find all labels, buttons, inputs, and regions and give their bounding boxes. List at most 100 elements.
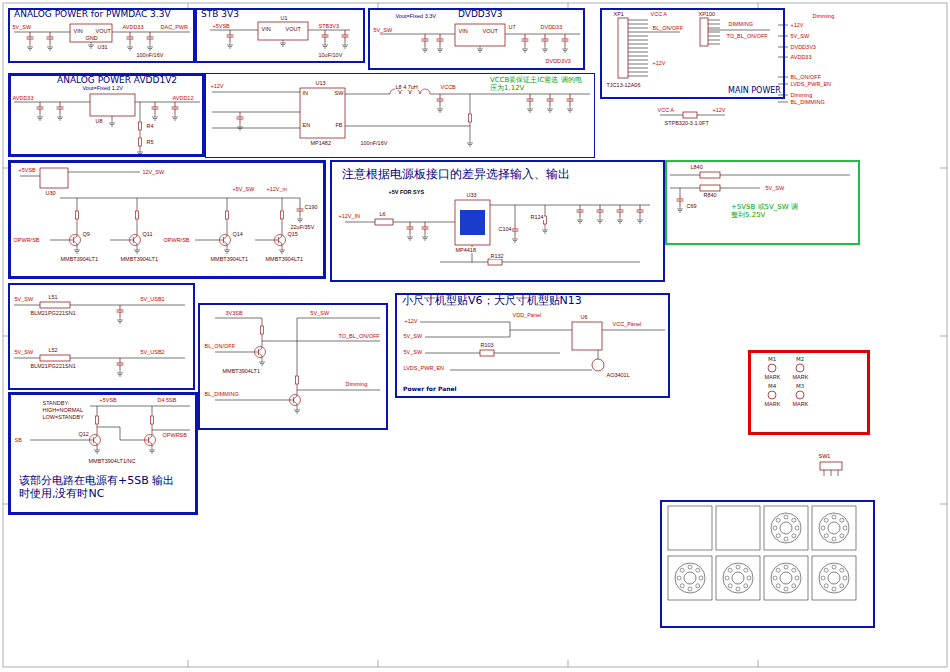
part-label: U1 xyxy=(280,15,288,21)
component-symbol xyxy=(37,102,44,120)
part-label: L51 xyxy=(48,294,58,300)
component-circle xyxy=(768,364,776,372)
component-symbol xyxy=(407,222,414,240)
net-label: OPWRSB xyxy=(162,432,187,438)
net-label: 5V_USB1 xyxy=(140,296,165,302)
net-label: OPWR/SB xyxy=(163,237,190,243)
component-symbol xyxy=(597,205,604,223)
component-symbol xyxy=(542,34,549,52)
net-label: +12V xyxy=(712,107,726,113)
component-circle xyxy=(796,391,804,399)
wire xyxy=(380,34,580,35)
component-body xyxy=(375,219,393,225)
component-symbol xyxy=(637,205,644,223)
component-symbol xyxy=(89,433,101,453)
part-label: SW1 xyxy=(818,453,831,459)
wire xyxy=(345,205,650,262)
part-label: VIN xyxy=(261,26,271,32)
component-body xyxy=(40,168,68,188)
part-label: L52 xyxy=(48,347,58,353)
component-circle xyxy=(796,364,804,372)
part-label: STPB320-3.1.0FT xyxy=(664,120,709,126)
wire xyxy=(14,305,185,358)
component-body xyxy=(40,355,70,361)
component-symbol xyxy=(150,413,153,427)
part-label: VOUT xyxy=(285,26,301,32)
part-label: MMBT3904LT1 xyxy=(60,256,99,262)
component-symbol xyxy=(129,233,141,253)
part-label: 100nF/16V xyxy=(360,140,388,146)
net-label: BL_ON/OFF xyxy=(204,343,236,349)
net-label: OPWR/SB xyxy=(13,237,40,243)
part-label: STANDBY: xyxy=(42,400,70,406)
component-body xyxy=(460,210,485,235)
component-symbol xyxy=(771,513,801,543)
component-symbol xyxy=(677,194,684,212)
wire xyxy=(20,172,300,240)
wire xyxy=(670,175,850,194)
net-label: VCC A xyxy=(650,11,668,17)
component-symbol xyxy=(69,233,81,253)
net-label: VCC_Panel xyxy=(612,321,642,327)
part-label: Q14 xyxy=(232,231,243,237)
section-heading: 小尺寸机型贴V6；大尺寸机型贴N13 xyxy=(402,295,582,308)
net-label: VDD_Panel xyxy=(512,312,542,318)
net-label: +12V xyxy=(790,22,804,28)
net-label: AVDD12 xyxy=(172,95,194,101)
part-label: 22uF/35V xyxy=(290,224,315,230)
section-heading: STB 3V3 xyxy=(201,9,239,19)
component-body xyxy=(820,462,842,470)
net-label: +12V xyxy=(404,318,418,324)
net-label: +5VSB xyxy=(18,167,36,173)
component-symbol xyxy=(477,46,483,52)
component-symbol xyxy=(280,40,286,46)
part-label: Vout=Fixed 3.3V xyxy=(395,13,437,19)
component-symbol xyxy=(437,34,444,52)
net-label: +12V_IN xyxy=(338,213,361,219)
component-body xyxy=(668,506,712,550)
component-symbol xyxy=(152,102,159,120)
component-symbol xyxy=(577,205,584,223)
part-label: U6 xyxy=(580,314,588,320)
wire xyxy=(30,406,190,440)
part-label: VOUT xyxy=(95,28,111,34)
component-body xyxy=(683,112,697,118)
symbol-group xyxy=(668,506,856,600)
part-label: MMBT3904LT1 xyxy=(210,256,249,262)
component-symbol xyxy=(280,208,283,222)
net-label: 5V_SW xyxy=(765,185,785,191)
component-symbol xyxy=(274,233,286,253)
component-symbol xyxy=(467,140,473,146)
part-label: L8 4.7uH xyxy=(395,84,418,90)
part-label: MP1482 xyxy=(310,140,332,146)
wire xyxy=(3,3,947,667)
part-label: MMBT3904LT1 xyxy=(265,256,304,262)
component-body xyxy=(700,185,720,191)
net-label: +5V_SW xyxy=(232,186,255,192)
component-body xyxy=(3,3,947,667)
part-label: Q12 xyxy=(78,431,89,437)
section-heading: Power for Panel xyxy=(403,386,457,393)
part-label: C104 xyxy=(498,226,512,232)
net-label: LVDS_PWR_EN xyxy=(790,81,832,87)
wire xyxy=(14,102,200,135)
component-symbol xyxy=(219,233,231,253)
part-label: XP100 xyxy=(698,11,716,17)
component-symbol xyxy=(468,111,471,125)
component-symbol xyxy=(254,345,266,365)
component-body xyxy=(668,556,712,600)
part-label: U13 xyxy=(315,80,326,86)
net-label: VCCB xyxy=(440,84,456,90)
component-symbol xyxy=(147,32,154,50)
component-symbol xyxy=(522,34,529,52)
net-label: 5V_SW xyxy=(310,310,330,316)
section-heading: M4 xyxy=(768,383,776,389)
component-symbol xyxy=(237,112,244,130)
part-label: L840 xyxy=(690,164,703,170)
net-label: 5V_USB2 xyxy=(140,349,165,355)
component-symbol xyxy=(322,30,329,48)
component-symbol xyxy=(260,323,263,337)
part-label: AO3401L xyxy=(606,372,630,378)
section-heading: M3 xyxy=(796,383,804,389)
component-body xyxy=(812,506,856,550)
